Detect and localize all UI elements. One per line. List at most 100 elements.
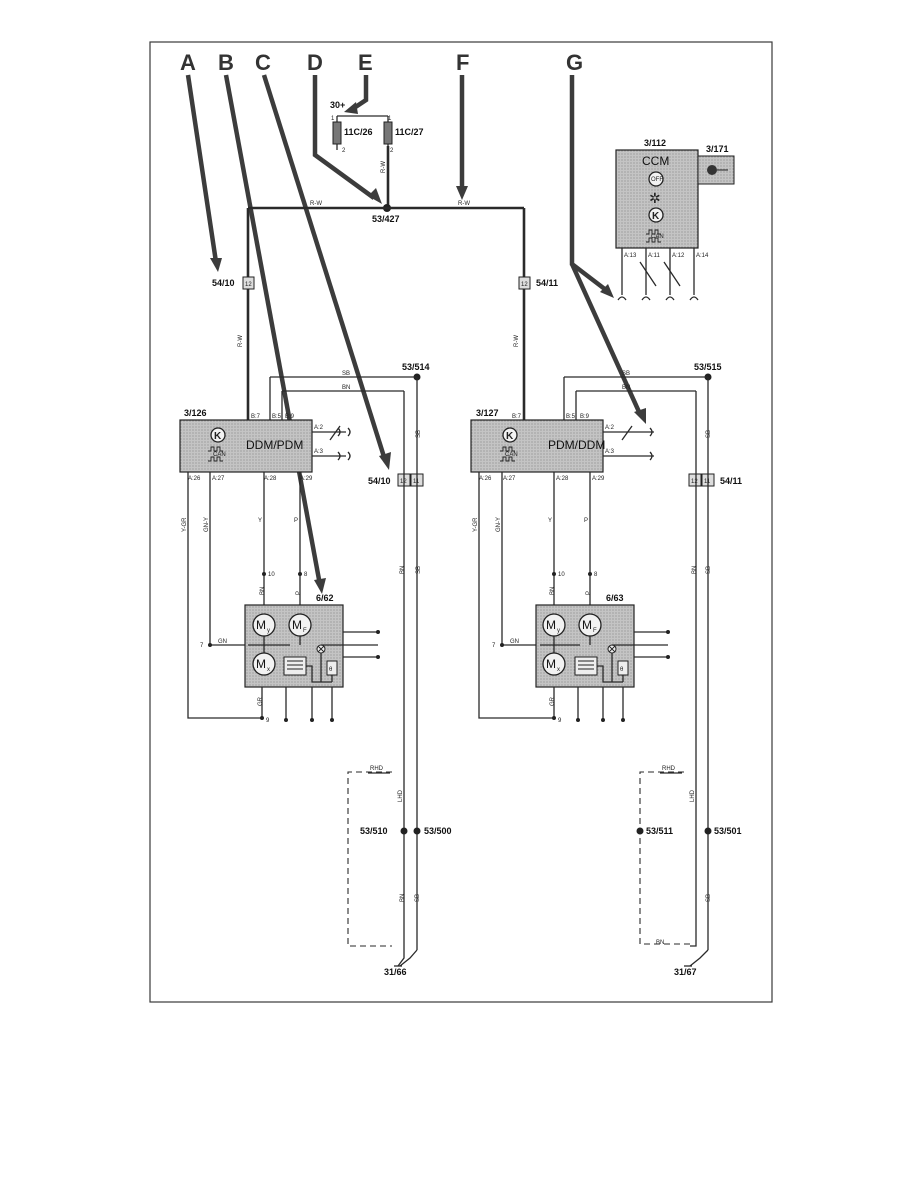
right-bn-label: BN [622, 385, 630, 391]
right-motor-f-m: M [582, 618, 592, 632]
right-a-breaks [649, 427, 653, 461]
left-rhd-outline [347, 771, 392, 947]
callout-f: F [456, 50, 469, 75]
left-heater-lines [287, 660, 303, 670]
right-sb-vlabel: SB [706, 430, 712, 438]
right-ground-merge [689, 940, 709, 967]
left-pin-a26: A:26 [188, 476, 201, 482]
right-fuse-connector-label: 54/11 [536, 278, 558, 288]
left-rhd-label: RHD [370, 766, 384, 772]
right-splice-outer [704, 827, 712, 835]
right-y-label: Y [548, 518, 552, 524]
right-module-box [470, 419, 604, 473]
callout-e: E [358, 50, 373, 75]
right-pin9-dot [552, 716, 556, 720]
right-sb-vlabel2: SB [706, 566, 712, 574]
right-lamp-cross [608, 645, 616, 653]
right-pin-a28: A:28 [556, 476, 569, 482]
fuse2-pin-out: 2 [390, 148, 394, 154]
left-splice-inner [400, 827, 408, 835]
right-k-icon [502, 427, 518, 443]
right-rhd-outline [639, 771, 690, 945]
right-pin7-dot [500, 643, 504, 647]
callout-b: B [218, 50, 234, 75]
pointer-g2 [569, 263, 643, 415]
left-pin10-dot [262, 572, 266, 576]
callout-g: G [566, 50, 583, 75]
ccm-pin-a13: A:13 [624, 253, 637, 259]
right-ground-splice-label: 53/515 [694, 362, 722, 372]
right-a-cross [621, 425, 633, 441]
k-icon-letter: K [652, 211, 660, 222]
right-splice-outer-label: 53/501 [714, 826, 742, 836]
right-p-label: P [584, 518, 588, 524]
right-fuse2-pin12 [688, 473, 702, 487]
left-heater-icon [283, 656, 307, 676]
bus-wire-right: R-W [458, 201, 470, 207]
left-circuit: 12 54/10 R-W 53/514 SB BN 3/126 K CAN DD… [179, 208, 452, 977]
diagram-frame [149, 41, 773, 1003]
right-pin8: 8 [594, 572, 598, 578]
splice-label: 53/427 [372, 214, 400, 224]
left-mirror-id: 6/62 [316, 593, 334, 603]
left-pin-b7: B:7 [251, 414, 261, 420]
left-motor-f-sub: F [303, 628, 307, 634]
left-fuse-connector-label: 54/10 [212, 278, 235, 288]
left-b-label: P [296, 591, 302, 595]
fan-icon: ✲ [649, 191, 661, 207]
can-signal-icon [646, 229, 661, 243]
left-gn-label: GN [218, 639, 227, 645]
ccm-module: 3/112 CCM OFF ✲ K CAN 3/171 A:13 A:11 A:… [615, 138, 735, 301]
pointer-e [352, 75, 369, 110]
right-bn3-label: BN [656, 940, 664, 946]
right-pin-a27: A:27 [503, 476, 516, 482]
right-fuse2-pin12-text: 12 [691, 479, 698, 485]
right-ground-label: 31/67 [674, 967, 697, 977]
right-pin-a26: A:26 [479, 476, 492, 482]
right-fuse-connector [518, 276, 531, 290]
right-fuse-connector-pin: 12 [521, 282, 528, 288]
right-lhd-label: LHD [690, 789, 696, 802]
left-gny-label: GN-Y [204, 517, 210, 532]
left-right-term-2 [376, 655, 380, 659]
callout-d: D [307, 50, 323, 75]
left-pin-a2: A:2 [314, 425, 324, 431]
ccm-pin-a11: A:11 [648, 253, 661, 259]
left-pin-b5: B:5 [272, 414, 282, 420]
left-sb-vlabel: SB [416, 430, 422, 438]
left-lhd-label: LHD [398, 789, 404, 802]
right-rhd-label: RHD [662, 766, 676, 772]
right-pin-b9: B:9 [580, 414, 590, 420]
left-bot-term-1 [284, 718, 288, 722]
left-motor-y-sub: y [267, 628, 270, 634]
right-circuit: 12 54/11 R-W 53/515 SB BN 3/127 K CAN PD… [470, 208, 742, 977]
right-sb3-label: SB [706, 894, 712, 902]
left-splice-inner-label: 53/510 [360, 826, 388, 836]
right-gn-label: GN [510, 639, 519, 645]
right-splice-inner [636, 827, 644, 835]
left-ground-label: 31/66 [384, 967, 407, 977]
left-mirror-inner [248, 631, 378, 683]
right-right-term-1 [666, 630, 670, 634]
supply-section: 30+ 1 2 11C/26 1 2 11C/27 R-W 53/427 R-W… [248, 100, 524, 224]
left-k-letter: K [214, 431, 222, 442]
left-module-id: 3/126 [184, 408, 207, 418]
pointer-b-head [314, 578, 326, 594]
right-ygr-wire [478, 472, 554, 719]
off-button-icon [648, 171, 664, 187]
right-module-id: 3/127 [476, 408, 499, 418]
right-sensor-theta: θ [620, 667, 624, 673]
right-module-name: PDM/DDM [548, 438, 605, 452]
right-heater-lines [578, 660, 594, 670]
ccm-name: CCM [642, 154, 669, 168]
k-icon [648, 207, 664, 223]
right-sb-label: SB [622, 371, 630, 377]
left-pin7-dot [208, 643, 212, 647]
left-fuse-connector-pin: 12 [245, 282, 252, 288]
right-motor-x-m: M [546, 657, 556, 671]
right-rw-label: R-W [514, 335, 520, 347]
right-b-label: P [586, 591, 592, 595]
right-pin7: 7 [492, 643, 496, 649]
left-ground-merge [397, 949, 418, 967]
pointer-f-head [456, 186, 468, 200]
